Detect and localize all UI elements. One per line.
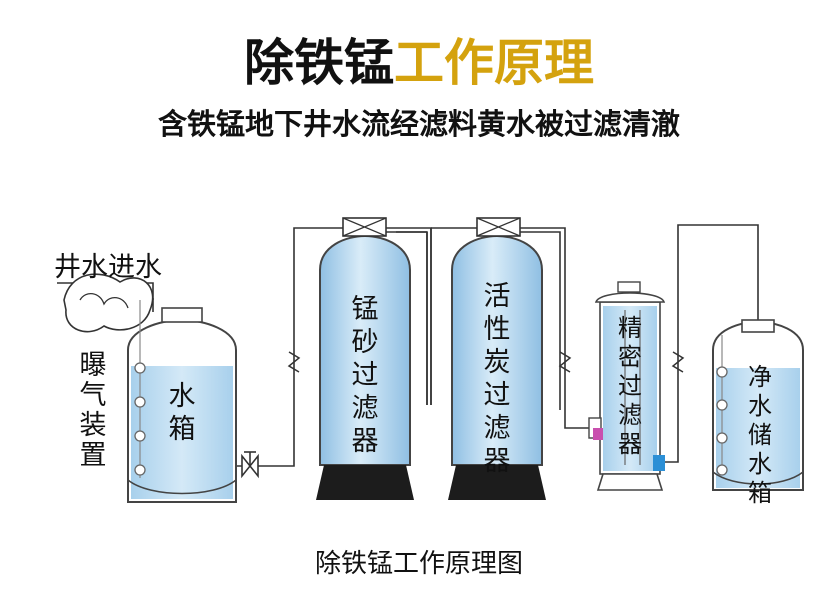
label-manganese-filter-text: 锰砂过滤器 [352,294,379,457]
precision-filter [588,281,666,491]
manganese-filter [316,217,414,500]
clean-water-tank [712,319,804,491]
pipe-network [57,224,759,467]
aeration-device [63,273,154,333]
label-aeration-text: 曝气装置 [80,350,107,471]
label-precision-filter: 精密过滤器 [618,314,642,458]
label-clean-tank: 净水储水箱 [748,363,772,507]
inlet-valve-pink[interactable] [593,428,603,440]
title-part-gold: 工作原理 [394,34,594,92]
label-precision-filter-text: 精密过滤器 [618,314,642,458]
label-water-tank: 水箱 [169,381,196,445]
outlet-valve-blue[interactable] [653,455,665,471]
label-carbon-filter-text: 活性炭过滤器 [484,281,511,477]
check-valve-1 [287,351,301,373]
label-clean-tank-text: 净水储水箱 [748,363,772,507]
check-valve-2 [558,351,572,373]
subtitle: 含铁锰地下井水流经滤料黄水被过滤清澈 [158,107,680,141]
label-aeration: 曝气装置 [80,350,107,471]
label-water-tank-text: 水箱 [169,381,196,445]
title-part-black: 除铁锰 [244,34,394,92]
label-manganese-filter: 锰砂过滤器 [352,294,379,457]
label-well-inlet: 井水进水 [54,252,162,283]
gate-valve[interactable] [241,451,259,479]
page-title: 除铁锰工作原理 [244,34,594,92]
diagram-caption: 除铁锰工作原理图 [315,549,523,579]
water-tank [127,300,237,503]
label-carbon-filter: 活性炭过滤器 [484,281,511,477]
carbon-filter [448,217,546,500]
check-valve-3 [671,351,685,373]
